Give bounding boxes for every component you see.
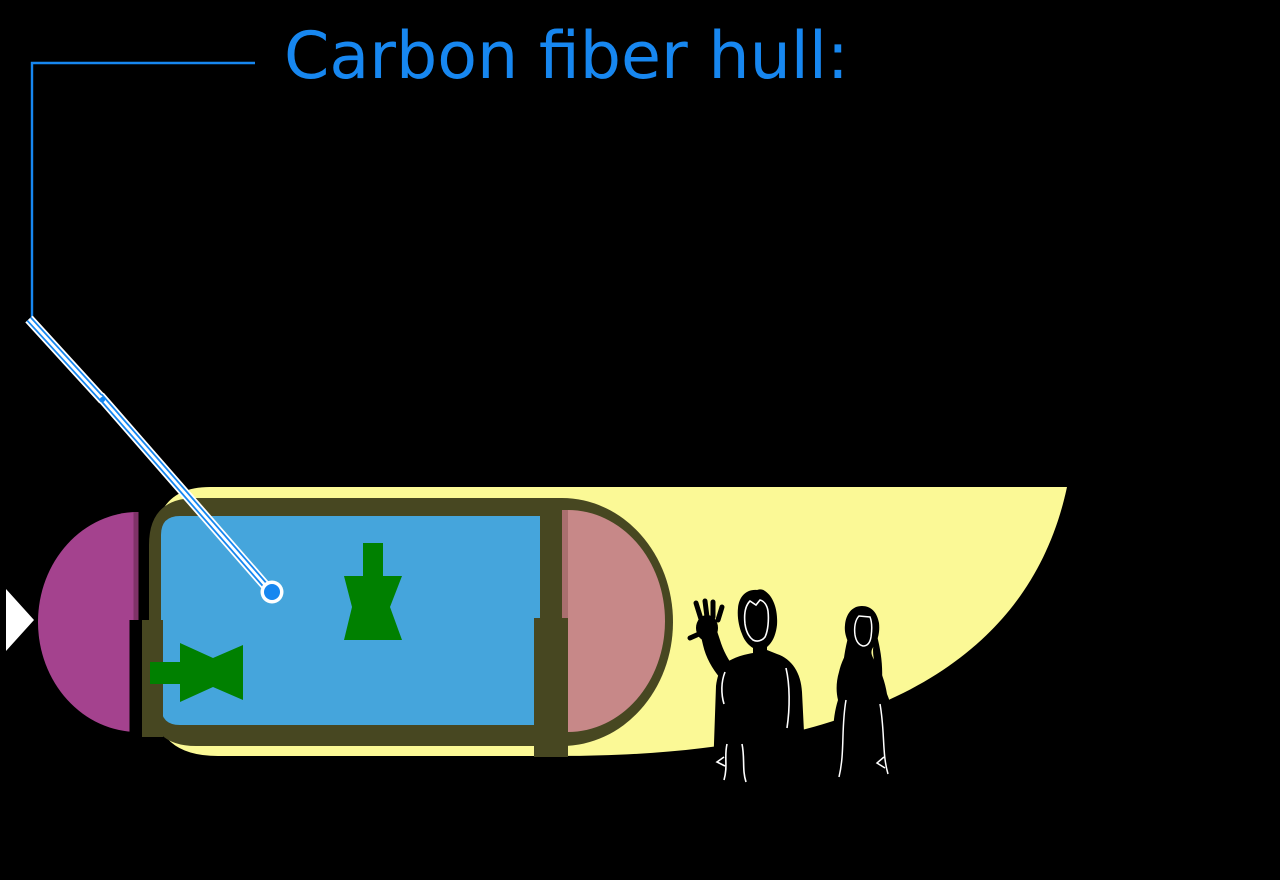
woman-body	[833, 606, 894, 772]
vertical-valve-stem	[363, 543, 383, 579]
horizontal-valve-stem	[150, 662, 184, 684]
horizontal-valve-body	[180, 643, 243, 702]
rear-dome	[568, 510, 665, 732]
leader-diagonal-core	[27, 318, 267, 586]
man-body	[713, 589, 806, 772]
man-finger	[715, 604, 725, 623]
man-arm-gap-line	[721, 671, 726, 705]
vertical-valve-icon	[344, 543, 402, 640]
vertical-valve-body	[344, 576, 402, 640]
woman-leg-outline-left	[838, 699, 847, 778]
front-dome-notch	[129, 620, 139, 742]
aft-flange	[534, 618, 568, 757]
front-dome-shadow-edge	[133, 512, 139, 620]
man-finger	[693, 600, 704, 622]
man-thumb	[687, 631, 702, 641]
man-leg-outline-right	[741, 743, 747, 783]
man-face-outline	[743, 599, 770, 642]
woman-silhouette	[833, 606, 894, 778]
leader-line-elbow	[30, 61, 255, 319]
man-leg-outline-left	[715, 743, 728, 781]
viewport-cone	[6, 589, 34, 651]
woman-leg-outline-right	[875, 703, 889, 775]
man-fingers	[687, 598, 725, 641]
man-outline-details	[715, 599, 790, 783]
leader-dot-marker	[260, 580, 284, 604]
leader-segment-joint	[99, 396, 106, 403]
man-finger	[702, 598, 710, 620]
carbon-fiber-hull-label: Carbon fiber hull:	[284, 19, 849, 94]
leader-dot-center	[264, 584, 280, 600]
man-silhouette	[687, 589, 806, 783]
front-dome	[38, 512, 138, 732]
woman-face-outline	[853, 615, 873, 647]
horizontal-valve-icon	[150, 643, 243, 702]
woman-hair	[842, 628, 883, 682]
man-hand	[696, 615, 718, 641]
woman-outline-details	[838, 615, 889, 778]
man-side-gap-line	[785, 667, 790, 729]
leader-line-diagonal	[25, 315, 269, 589]
